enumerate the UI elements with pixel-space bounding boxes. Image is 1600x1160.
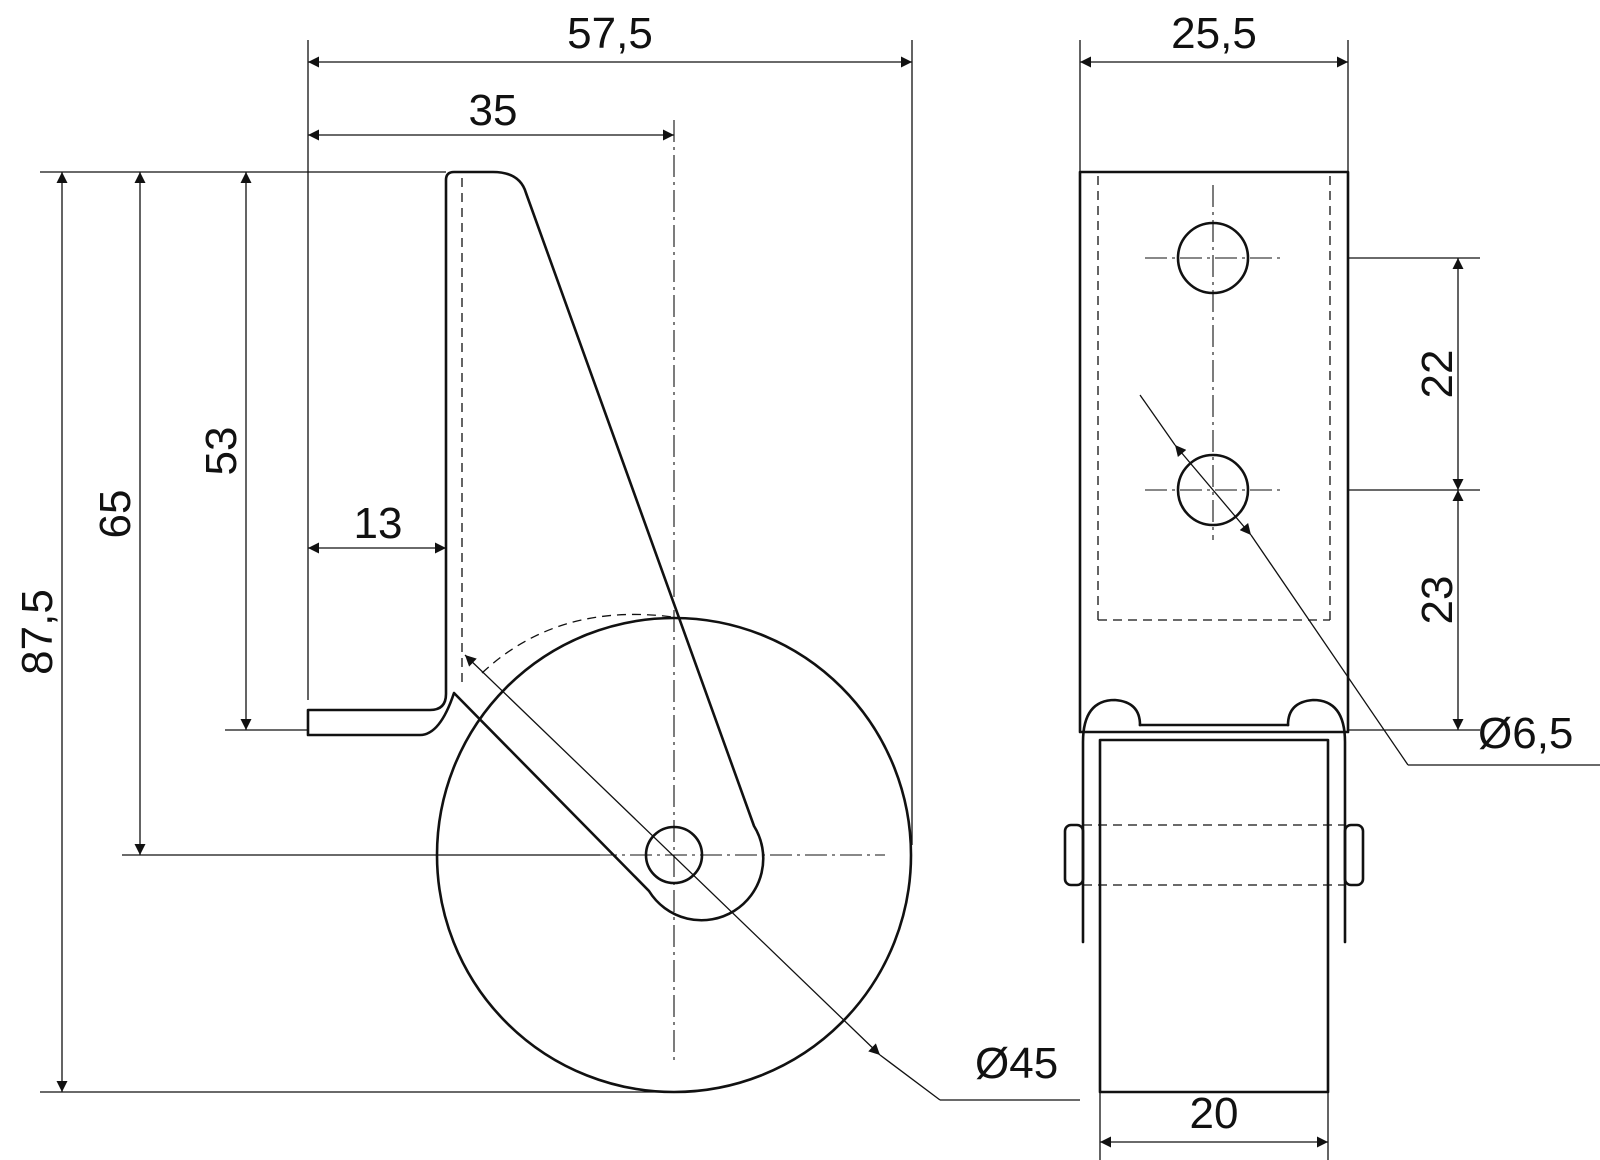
axle-nut-right [1343,823,1365,887]
dim-total-height: 87,5 [13,589,62,675]
wheel-front [1098,738,1330,1094]
dim-top-width: 25,5 [1171,9,1257,58]
dim-overall-width: 57,5 [567,9,653,58]
dim-axle-height: 65 [91,490,140,539]
fork-right [1286,698,1347,944]
dim-plate-height: 53 [197,427,246,476]
dim-plate-offset: 13 [354,499,403,548]
wheel-hidden-arc [481,613,681,674]
dim-line-hole-diameter [1174,444,1252,536]
bracket-body [1078,170,1350,734]
dimensions: 57,5 35 13 87,5 65 53 Ø45 25,5 [13,9,1600,1160]
front-view [1063,170,1365,1094]
fork-left [1081,698,1142,944]
dim-wheel-width: 20 [1190,1089,1239,1138]
dim-hole-to-base: 23 [1413,576,1462,625]
dim-axle-offset: 35 [469,86,518,135]
side-view [306,120,913,1094]
dim-wheel-diameter: Ø45 [975,1039,1058,1088]
axle-nut-left [1063,823,1085,887]
dim-hole-spacing: 22 [1413,350,1462,399]
dim-line-wheel-diameter [464,654,881,1056]
dim-hole-diameter: Ø6,5 [1478,709,1573,758]
